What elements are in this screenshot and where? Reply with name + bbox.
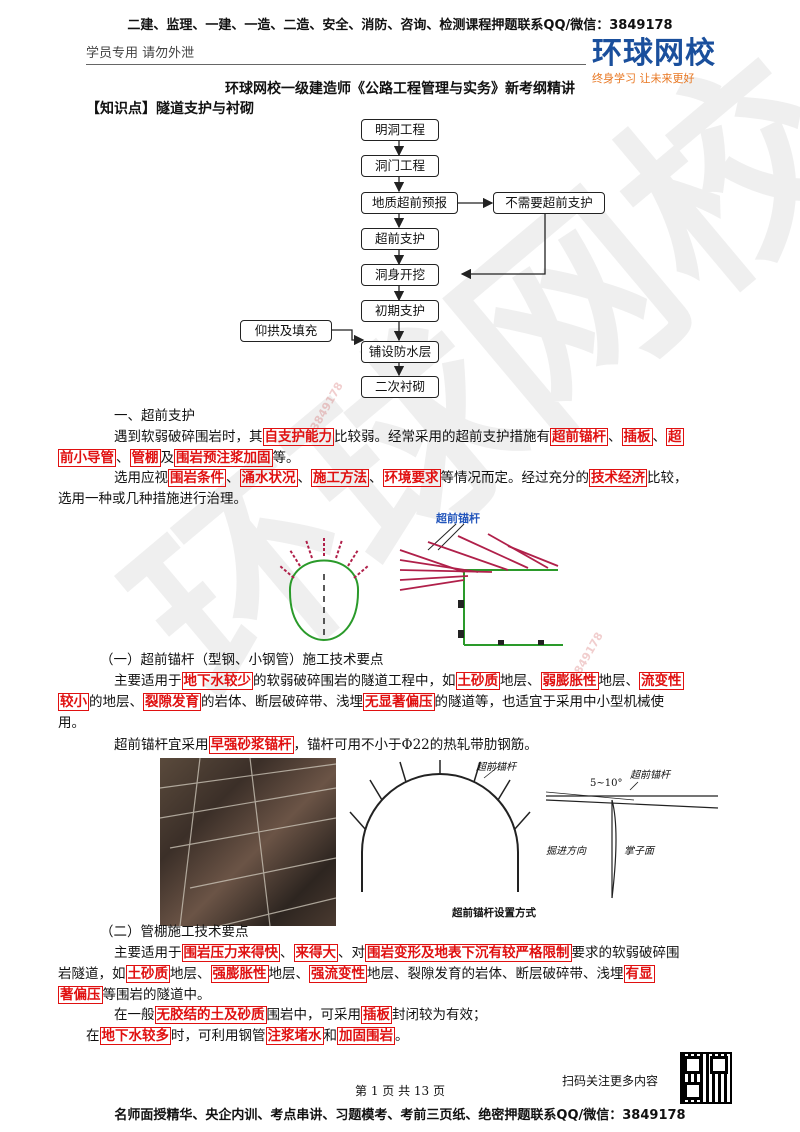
flowchart-arrows xyxy=(330,140,546,377)
paragraph-pipe-roof-water: 在地下水较多时，可利用钢管注浆堵水和加固围岩。 xyxy=(86,1027,409,1045)
flow-step-open-cut: 明洞工程 xyxy=(361,119,439,141)
logo: 环球网校 终身学习 让未来更好 xyxy=(592,28,742,86)
figure-label-bolt-left: 超前锚杆 xyxy=(476,762,516,773)
paragraph-pipe-roof-sand: 在一般无胶结的土及砂质围岩中，可采用插板封闭较为有效； xyxy=(114,1006,487,1024)
flow-step-geological-forecast: 地质超前预报 xyxy=(361,192,458,214)
logo-text: 环球网校 xyxy=(592,36,716,71)
section-heading-advance-support: 一、超前支护 xyxy=(114,408,195,424)
figure-advance-bolt-longitudinal xyxy=(399,523,563,646)
subsection-heading-advance-bolt: （一）超前锚杆（型钢、小钢管）施工技术要点 xyxy=(100,652,384,668)
footer-scan-note: 扫码关注更多内容 xyxy=(562,1074,659,1088)
flow-step-portal: 洞门工程 xyxy=(361,155,439,177)
flow-side-no-advance-support: 不需要超前支护 xyxy=(493,192,605,214)
flow-step-secondary-lining: 二次衬砌 xyxy=(361,376,439,398)
figure-label-face: 掌子面 xyxy=(624,846,654,857)
footer-contact-line: 名师面授精华、央企内训、考点串讲、习题模考、考前三页纸、绝密押题联系QQ/微信：… xyxy=(114,1108,686,1123)
flow-step-waterproof: 铺设防水层 xyxy=(361,341,439,363)
paragraph-advance-bolt-material: 超前锚杆宜采用早强砂浆锚杆，锚杆可用不小于Φ22的热轧带肋钢筋。 xyxy=(114,736,538,754)
paragraph-advance-bolt-application: 主要适用于地下水较少的软弱破碎围岩的隧道工程中，如土砂质地层、弱膨胀性地层、流变… xyxy=(58,672,684,731)
knowledge-point-heading: 【知识点】隧道支护与衬砌 xyxy=(86,101,254,117)
paragraph-advance-support-2: 选用应视围岩条件、涌水状况、施工方法、环境要求等情况而定。经过充分的技术经济比较… xyxy=(58,469,688,507)
flow-side-invert-fill: 仰拱及填充 xyxy=(240,320,332,342)
header-rule xyxy=(86,64,586,65)
flow-step-initial-support: 初期支护 xyxy=(361,300,439,322)
figure-bolt-layout-arch xyxy=(349,760,531,892)
figure-label-advance-bolt: 超前锚杆 xyxy=(436,512,480,525)
subsection-heading-pipe-roof: （二）管棚施工技术要点 xyxy=(100,924,249,940)
document-title: 环球网校一级建造师《公路工程管理与实务》新考纲精讲 xyxy=(225,81,575,97)
logo-slogan: 终身学习 让未来更好 xyxy=(592,72,695,85)
figure-label-angle: 5~10° xyxy=(590,778,623,789)
flow-step-excavation: 洞身开挖 xyxy=(361,264,439,286)
figure-advance-bolt-cross-section xyxy=(279,536,369,642)
paragraph-pipe-roof-application: 主要适用于围岩压力来得快、来得大、对围岩变形及地表下沉有较严格限制要求的软弱破碎… xyxy=(58,944,680,1004)
header-left-note: 学员专用 请勿外泄 xyxy=(86,46,195,61)
figure-label-bolt-right: 超前锚杆 xyxy=(630,770,670,781)
qr-code[interactable] xyxy=(680,1052,732,1104)
header-contact-line: 二建、监理、一建、一造、二造、安全、消防、咨询、检测课程押题联系QQ/微信：38… xyxy=(127,18,673,33)
footer-page-number: 第 1 页 共 13 页 xyxy=(355,1084,445,1098)
construction-photo xyxy=(159,757,337,927)
photo-bolts-overlay xyxy=(159,757,337,927)
flow-step-advance-support: 超前支护 xyxy=(361,228,439,250)
figure-caption-bolt-layout: 超前锚杆设置方式 xyxy=(452,907,536,919)
figure-label-dig-direction: 掘进方向 xyxy=(546,846,586,857)
paragraph-advance-support-1: 遇到软弱破碎围岩时，其自支护能力比较弱。经常采用的超前支护措施有超前锚杆、插板、… xyxy=(58,428,684,467)
figure-bolt-layout-longitudinal xyxy=(545,781,719,899)
